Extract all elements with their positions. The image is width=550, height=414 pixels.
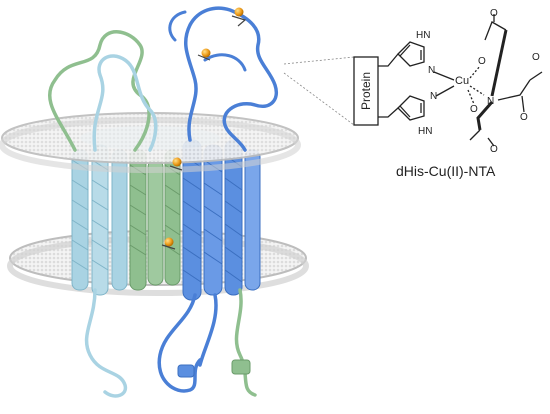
o3-label: O — [532, 52, 540, 63]
protein-label: Protein — [359, 72, 373, 110]
blue-loop-top — [184, 6, 278, 152]
zoom-guide-lines — [283, 56, 355, 126]
intracellular-loops — [84, 288, 257, 398]
copper-ions — [161, 7, 247, 250]
lightblue-loop-top — [92, 54, 158, 152]
copper-ion — [172, 157, 182, 167]
complex-caption: dHis-Cu(II)-NTA — [396, 163, 496, 179]
blue-loop-bottom — [157, 293, 218, 393]
imidazole-top: HN N — [397, 30, 435, 76]
lightblue-loop-bottom — [84, 288, 128, 398]
nh-top-label: HN — [416, 30, 430, 41]
copper-ion — [201, 48, 211, 58]
chemical-structure: Protein HN N N HN Cu N — [353, 8, 543, 155]
copper-ion — [234, 7, 244, 17]
o4-label: O — [520, 112, 528, 123]
extracellular-loops — [48, 6, 278, 152]
protein-box — [353, 56, 379, 126]
n-bottom-label: N — [430, 91, 437, 102]
n-top-label: N — [428, 65, 435, 76]
cu-label: Cu — [455, 75, 469, 87]
green-loop-bottom — [234, 288, 257, 397]
imidazole-bottom: N HN — [397, 91, 437, 137]
blue-chain-helices — [182, 139, 261, 301]
o6-label: O — [490, 144, 498, 155]
nh-bottom-label: HN — [418, 126, 432, 137]
o1-label: O — [490, 8, 498, 19]
copper-ion — [164, 237, 174, 247]
o5-label: O — [470, 104, 478, 115]
o2-label: O — [478, 56, 486, 67]
